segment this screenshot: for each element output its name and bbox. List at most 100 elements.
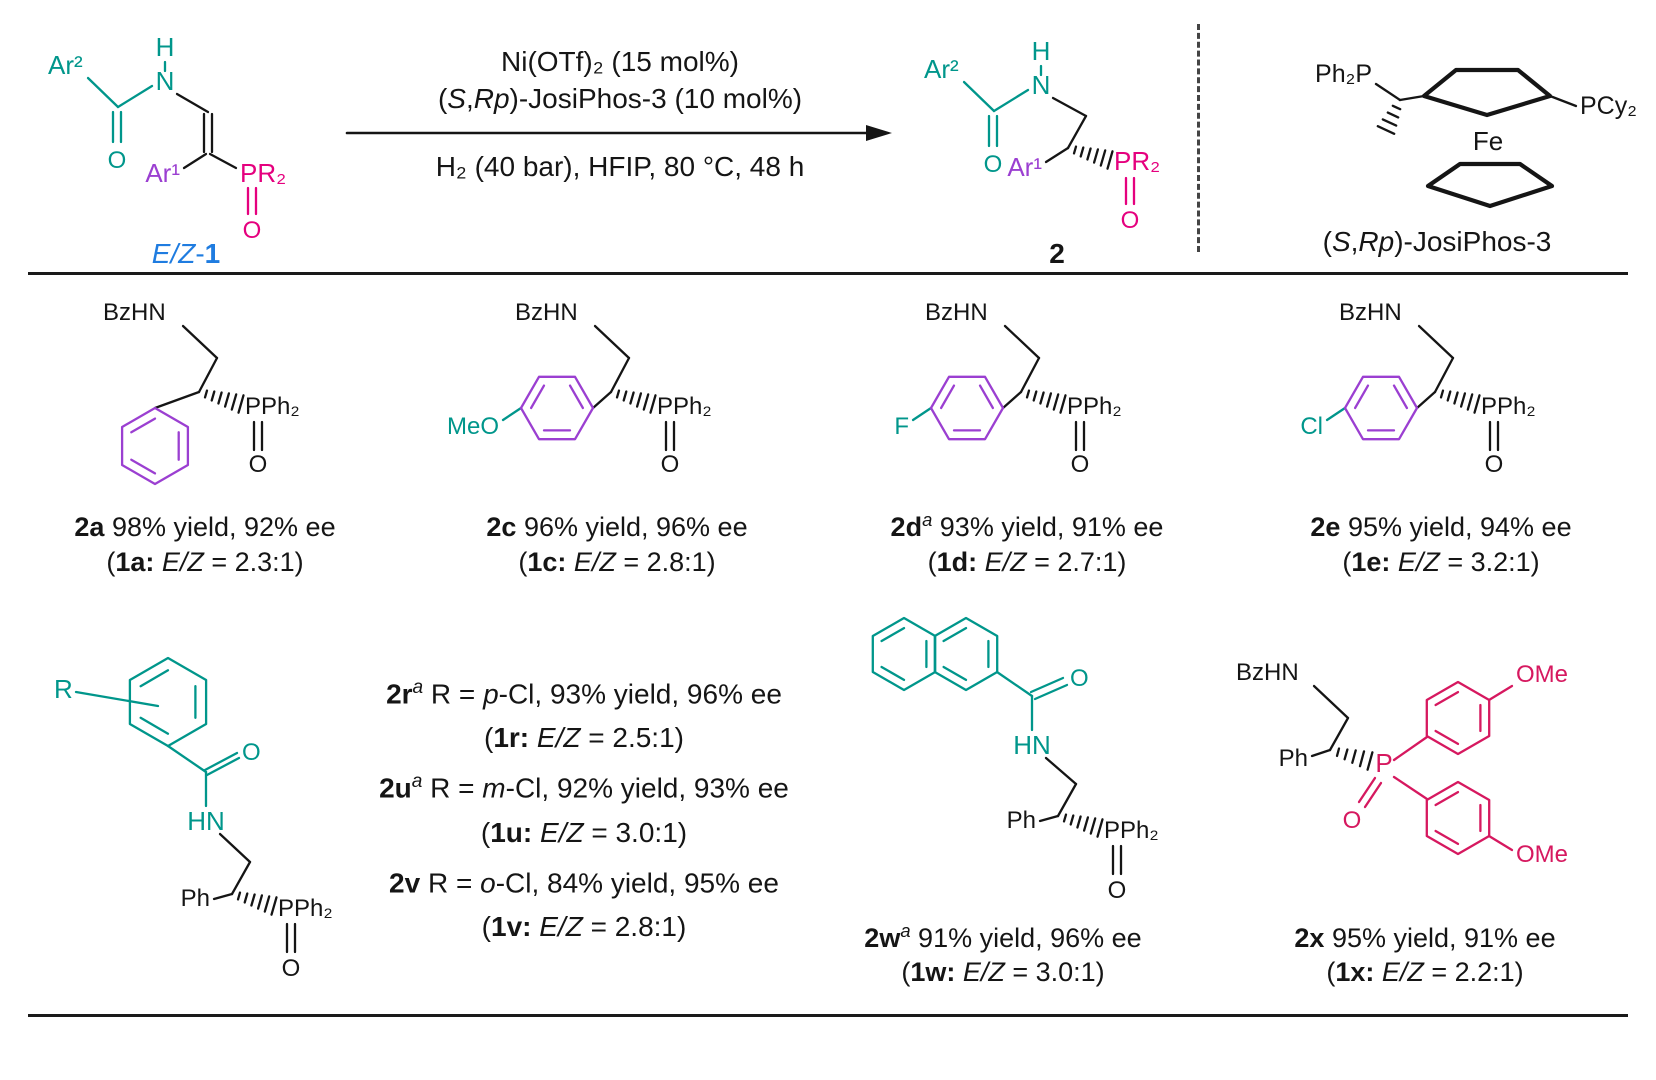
footnote-sup: a: [922, 509, 933, 530]
yield-ee-text: 93% yield, 91% ee: [932, 512, 1164, 542]
ez-ratio: = 2.3:1): [203, 547, 304, 577]
ez-line-1u: (1u: E/Z = 3.0:1): [344, 811, 824, 855]
structure-2ruv: R O HN Ph PPh₂ O: [26, 584, 356, 994]
aryl-ring: [1343, 375, 1418, 441]
yield-ee-text: -Cl, 93% yield, 96% ee: [498, 678, 782, 710]
carbonyl-o-label: O: [108, 147, 127, 174]
product-structure: Ar² O N H Ar¹ PR₂ O: [912, 16, 1202, 241]
ph-label: Ph: [1279, 745, 1308, 772]
rp-descriptor: Rp: [1358, 226, 1395, 257]
ez-ratio: = 2.2:1): [1423, 957, 1524, 987]
product-label: 2: [912, 238, 1202, 270]
result-line-2v: 2v R = o-Cl, 84% yield, 95% ee: [344, 855, 824, 905]
ez-label: E/Z: [536, 722, 581, 754]
product-id: 2a: [74, 512, 105, 542]
paren: (: [901, 957, 911, 987]
hashed-wedge-bond: [1439, 389, 1481, 414]
cyclopentadienyl-ring-bottom: [1425, 161, 1555, 209]
hashed-wedge-bond: [1062, 813, 1104, 838]
product-id: 2c: [486, 512, 517, 542]
pph2-label: PPh₂: [1481, 393, 1536, 420]
footnote-sup: a: [411, 771, 423, 793]
ar1-label: Ar¹: [145, 158, 180, 188]
aryl-ring: [929, 375, 1004, 441]
ph2p-label: Ph₂P: [1315, 60, 1372, 88]
product-bonds: [962, 64, 1136, 206]
ez-label: E/Z: [540, 816, 584, 848]
position-label: m: [482, 772, 506, 804]
result-line-2u: 2ua R = m-Cl, 92% yield, 93% ee: [344, 760, 824, 810]
pr2-label: PR₂: [1114, 146, 1160, 176]
bonds: [1310, 684, 1514, 852]
structure-2x: BzHN Ph P O OMe OMe: [1200, 640, 1650, 890]
s-descriptor: S: [1331, 226, 1351, 257]
product-id: 2d: [890, 512, 923, 542]
substrate-structure: Ar² O N H Ar¹ PR₂ O: [36, 12, 336, 244]
vertical-separator: [1197, 24, 1200, 252]
ome-bottom-label: OMe: [1516, 841, 1568, 868]
divider-bottom: [28, 1014, 1628, 1017]
substituent-label: F: [894, 413, 909, 440]
ligand-name: )-JosiPhos-3 (10 mol%): [509, 83, 803, 114]
bzhn-label: BzHN: [515, 299, 578, 326]
phosphoryl-o-label: O: [1484, 451, 1503, 478]
yield-ee-text: -Cl, 84% yield, 95% ee: [495, 866, 779, 898]
variable-aryl-ring: [128, 656, 208, 748]
condition-line-1: Ni(OTf)₂ (15 mol%): [501, 46, 739, 77]
substrate-svg: Ar² O N H Ar¹ PR₂ O: [48, 32, 286, 244]
ez-ratio: = 2.7:1): [1026, 547, 1127, 577]
product-id: 2v: [389, 866, 421, 898]
substrate-id: 1a:: [115, 547, 162, 577]
structure-2e: BzHN Cl PPh₂ O: [1300, 299, 1536, 478]
reaction-arrow: [345, 125, 892, 141]
ez-label: E/Z: [1397, 547, 1440, 577]
paren: (: [106, 547, 116, 577]
paren: (: [1322, 226, 1332, 257]
paren: (: [481, 910, 491, 942]
h-label: H: [156, 32, 175, 62]
paren: (: [437, 83, 448, 114]
position-label: p: [483, 678, 499, 710]
footnote-sup: a: [900, 920, 911, 941]
paren: (: [484, 722, 494, 754]
product-id: 2e: [1310, 512, 1341, 542]
ez-label: E/Z: [539, 910, 583, 942]
bzhn-label: BzHN: [925, 299, 988, 326]
bonds: [501, 324, 675, 452]
ligand-bonds: [1374, 82, 1578, 108]
carbonyl-o-label: O: [984, 151, 1003, 178]
ez-text: E/Z: [151, 238, 196, 269]
bzhn-label: BzHN: [1339, 299, 1402, 326]
phosphoryl-o-label: O: [1343, 807, 1362, 834]
s-descriptor: S: [447, 83, 466, 114]
ez-label: E/Z: [161, 547, 204, 577]
hn-label: HN: [1013, 730, 1051, 760]
paren: (: [1326, 957, 1336, 987]
ligand-name: )-JosiPhos-3: [1394, 226, 1552, 257]
ar1-label: Ar¹: [1007, 152, 1042, 182]
paren: (: [518, 547, 528, 577]
structure-2w-svg: O HN Ph PPh₂ O: [871, 616, 1159, 904]
caption-ez-2c: (1c: E/Z = 2.8:1): [518, 545, 715, 580]
bonds: [995, 670, 1123, 876]
substrate-id: 1d:: [936, 547, 985, 577]
phosphoryl-o-label: O: [243, 217, 262, 244]
comma: ,: [1350, 226, 1359, 257]
naphthalene-ring-1: [871, 616, 937, 692]
phosphoryl-o-label: O: [1108, 877, 1127, 904]
ez-ratio: = 2.8:1): [615, 547, 716, 577]
product-2e-cell: BzHN Cl PPh₂ O 2e 95% yield, 94% ee (1e:…: [1236, 286, 1646, 580]
n-label: N: [1032, 70, 1051, 100]
bzhn-label: BzHN: [1236, 659, 1299, 686]
ph-label: Ph: [1007, 807, 1036, 834]
ez-label: E/Z: [573, 547, 616, 577]
substrate-id: 1c:: [527, 547, 574, 577]
carbonyl-o-label: O: [242, 739, 261, 766]
h-label: H: [1032, 36, 1051, 66]
phosphoryl-o-label: O: [660, 451, 679, 478]
ome-top-label: OMe: [1516, 661, 1568, 688]
substrate-id: 1e:: [1351, 547, 1398, 577]
product-2a-cell: BzHN PPh₂ O 2a 98% yield, 92% ee (1a: E/…: [0, 286, 410, 580]
substituent-label: Cl: [1300, 413, 1323, 440]
product-2d-cell: BzHN F PPh₂ O 2da 93% yield, 91% ee (1d:…: [822, 286, 1232, 580]
